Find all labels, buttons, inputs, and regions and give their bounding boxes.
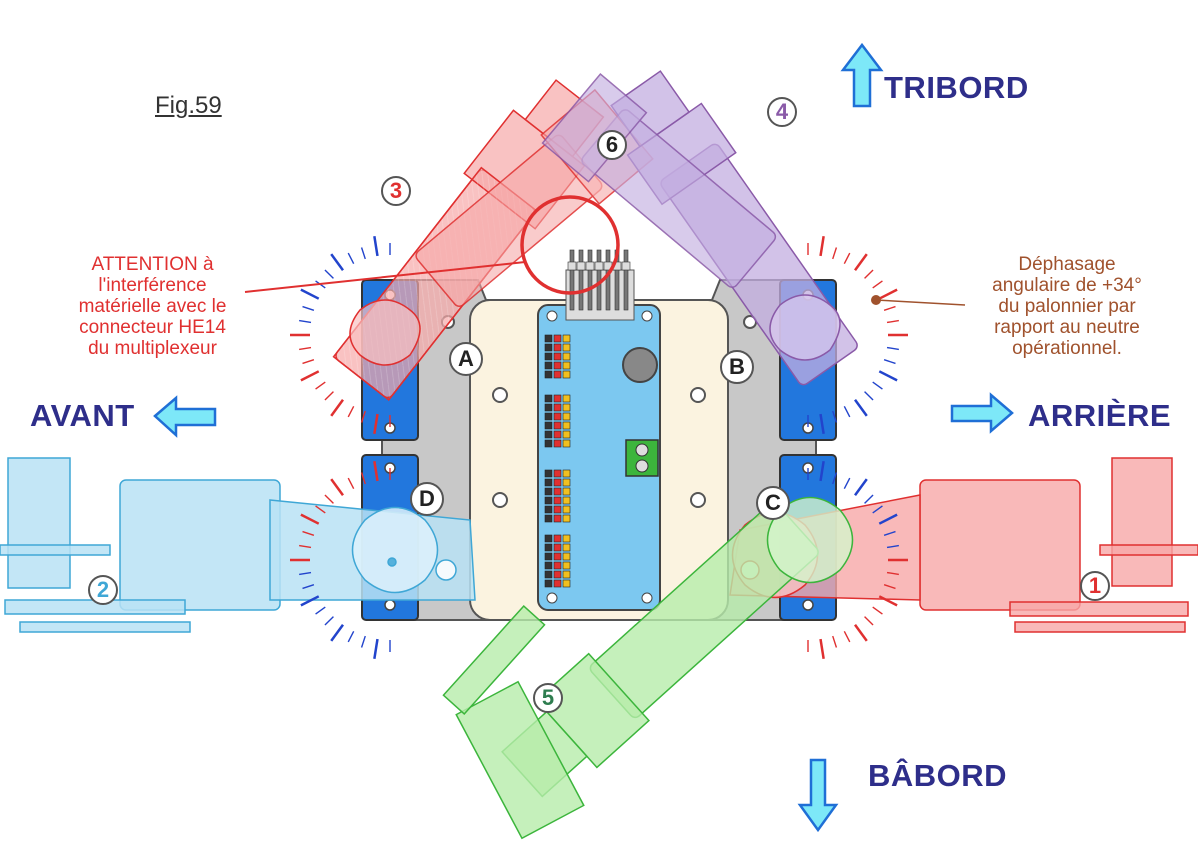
- dephasage-line: du palonnier par: [998, 296, 1136, 317]
- pin-headers: [544, 334, 571, 588]
- arriere-arrow-icon: [950, 392, 1014, 434]
- avant-arrow-icon: [153, 395, 217, 438]
- dephasage-leader: [875, 299, 966, 306]
- attention-line: connecteur HE14: [79, 317, 226, 338]
- dephasage-line: angulaire de +34°: [992, 275, 1142, 296]
- attention-note: ATTENTION à l'interférence matérielle av…: [50, 254, 255, 359]
- dephasage-line: opérationnel.: [1012, 338, 1122, 359]
- babord-arrow-icon: [797, 758, 839, 833]
- angle-scales: [290, 236, 908, 659]
- direction-arrows: [153, 42, 1014, 833]
- tick-scale-bl: [290, 461, 391, 659]
- dephasage-point: [871, 295, 881, 305]
- figure-label: Fig.59: [155, 92, 222, 119]
- capacitor: [622, 347, 658, 383]
- direction-arriere: ARRIÈRE: [1028, 398, 1172, 433]
- attention-line: du multiplexeur: [88, 338, 217, 359]
- leg-badge-3: 3: [381, 176, 411, 206]
- servo-slot-d: D: [410, 482, 444, 516]
- servo-slot-c: C: [756, 486, 790, 520]
- tick-scale-tl: [290, 236, 391, 434]
- servo-slot-a: A: [449, 342, 483, 376]
- direction-babord: BÂBORD: [868, 758, 1008, 793]
- attention-line: l'interférence: [98, 275, 207, 296]
- leg-2: [0, 457, 476, 633]
- tribord-arrow-icon: [840, 42, 884, 108]
- attention-leader: [244, 261, 526, 293]
- interference-circle: [520, 195, 620, 295]
- servo-slot-b: B: [720, 350, 754, 384]
- leg-5: [442, 496, 854, 840]
- dephasage-line: rapport au neutre: [994, 317, 1140, 338]
- leg-badge-4: 4: [767, 97, 797, 127]
- leg-badge-1: 1: [1080, 571, 1110, 601]
- direction-tribord: TRIBORD: [884, 70, 1029, 105]
- attention-line: matérielle avec le: [78, 296, 227, 317]
- tick-scale-br: [807, 461, 908, 659]
- dephasage-note: Déphasage angulaire de +34° du palonnier…: [962, 254, 1172, 359]
- dephasage-line: Déphasage: [1018, 254, 1116, 275]
- leg-badge-6: 6: [597, 130, 627, 160]
- attention-line: ATTENTION à: [91, 254, 214, 275]
- tick-scale-tr: [807, 236, 908, 434]
- he14-connector: [565, 249, 635, 321]
- leg-badge-2: 2: [88, 575, 118, 605]
- direction-avant: AVANT: [30, 398, 135, 433]
- multiplexer-board: [537, 249, 661, 611]
- leg-badge-5: 5: [533, 683, 563, 713]
